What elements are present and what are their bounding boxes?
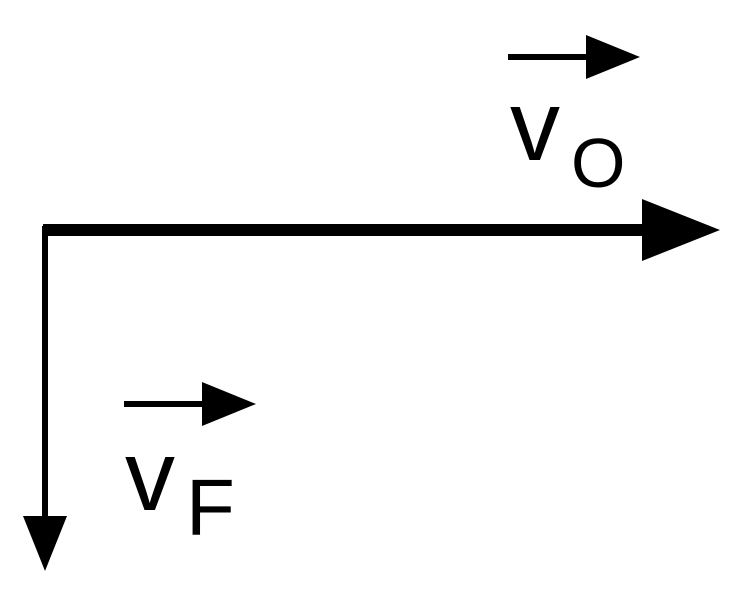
vf-overhead-arrow-head bbox=[202, 382, 256, 426]
vo-label-symbol: v bbox=[510, 70, 560, 182]
vf-label-subscript: F bbox=[186, 463, 235, 552]
vf-vector bbox=[23, 226, 67, 571]
vo-vector-arrowhead bbox=[642, 199, 720, 261]
vf-vector-arrowhead bbox=[23, 516, 67, 571]
vf-label-symbol: v bbox=[125, 420, 175, 532]
vo-label-subscript: O bbox=[571, 124, 625, 202]
vo-overhead-arrow-head bbox=[586, 35, 640, 79]
vo-vector bbox=[43, 199, 720, 261]
vo-label: v O bbox=[508, 35, 640, 202]
vf-label: v F bbox=[124, 382, 256, 552]
